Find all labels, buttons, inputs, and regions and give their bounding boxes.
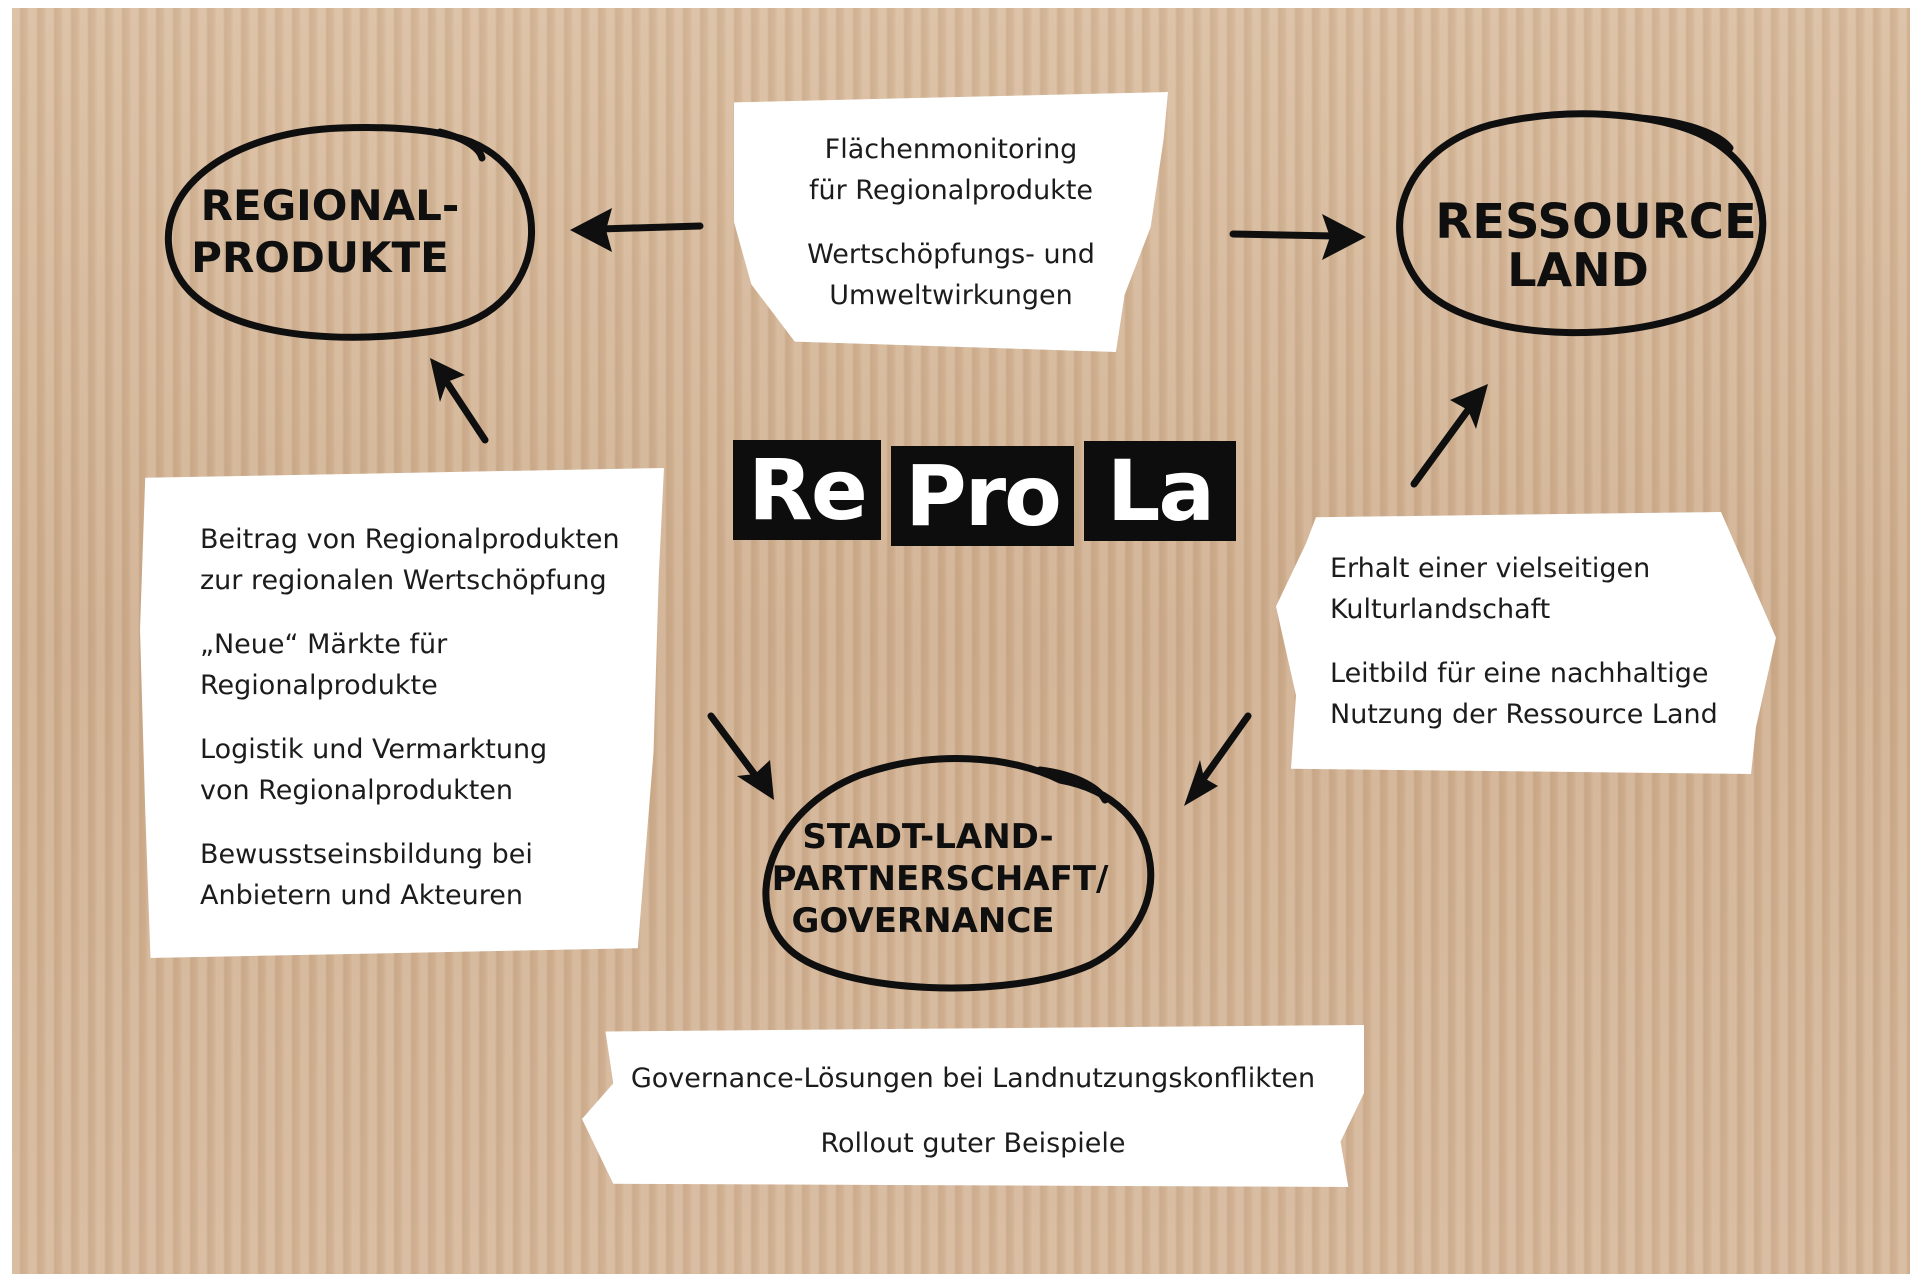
arrow-to-regionalprodukte	[570, 208, 704, 252]
card-bottom: Governance-Lösungen bei Landnutzungskonf…	[582, 1025, 1364, 1187]
arrow-to-ressource-land	[1229, 214, 1366, 260]
ressource-land-label-line1: RESSOURCE	[1435, 194, 1757, 250]
card-left-item: Beitrag von Regionalprodukten zur region…	[200, 524, 620, 596]
card-bottom-item: Governance-Lösungen bei Landnutzungskonf…	[630, 1063, 1316, 1094]
regionalprodukte-label-line2: PRODUKTE	[191, 233, 449, 282]
card-right: Erhalt einer vielseitigen Kulturlandscha…	[1276, 512, 1776, 774]
card-left-item: Bewusstseinsbildung bei Anbietern und Ak…	[200, 839, 533, 911]
stadt-land-label-line2: PARTNERSCHAFT/	[772, 859, 1109, 899]
stadt-land-label-line3: GOVERNANCE	[791, 901, 1054, 941]
arrow-left-card-to-regionalprodukte	[430, 358, 489, 444]
card-right-item: Erhalt einer vielseitigen Kulturlandscha…	[1330, 553, 1651, 625]
card-top: Flächenmonitoring für Regionalprodukte W…	[734, 92, 1168, 352]
card-bottom-item: Rollout guter Beispiele	[820, 1128, 1126, 1159]
card-left-item: „Neue“ Märkte für Regionalprodukte	[200, 629, 448, 701]
arrow-left-card-to-stadt-land	[707, 712, 774, 800]
regionalprodukte-label-line1: REGIONAL-	[201, 181, 460, 230]
ressource-land-ellipse	[1396, 110, 1767, 337]
stadt-land-ellipse	[762, 755, 1155, 992]
card-top-item: Wertschöpfungs- und Umweltwirkungen	[807, 239, 1095, 311]
logo-pro: Pro	[891, 446, 1074, 546]
stadt-land-label-line1: STADT-LAND-	[802, 817, 1053, 857]
card-left-item: Logistik und Vermarktung von Regionalpro…	[200, 734, 548, 806]
logo-la: La	[1084, 441, 1236, 541]
logo-re: Re	[733, 440, 881, 540]
arrow-right-card-to-ressource-land	[1410, 384, 1488, 488]
arrow-right-card-to-stadt-land	[1184, 712, 1252, 806]
card-right-item: Leitbild für eine nachhaltige Nutzung de…	[1330, 658, 1718, 730]
card-left: Beitrag von Regionalprodukten zur region…	[140, 468, 664, 958]
regionalprodukte-ellipse	[164, 123, 535, 341]
ressource-land-label-line2: LAND	[1507, 243, 1649, 297]
card-top-item: Flächenmonitoring für Regionalprodukte	[808, 134, 1094, 206]
